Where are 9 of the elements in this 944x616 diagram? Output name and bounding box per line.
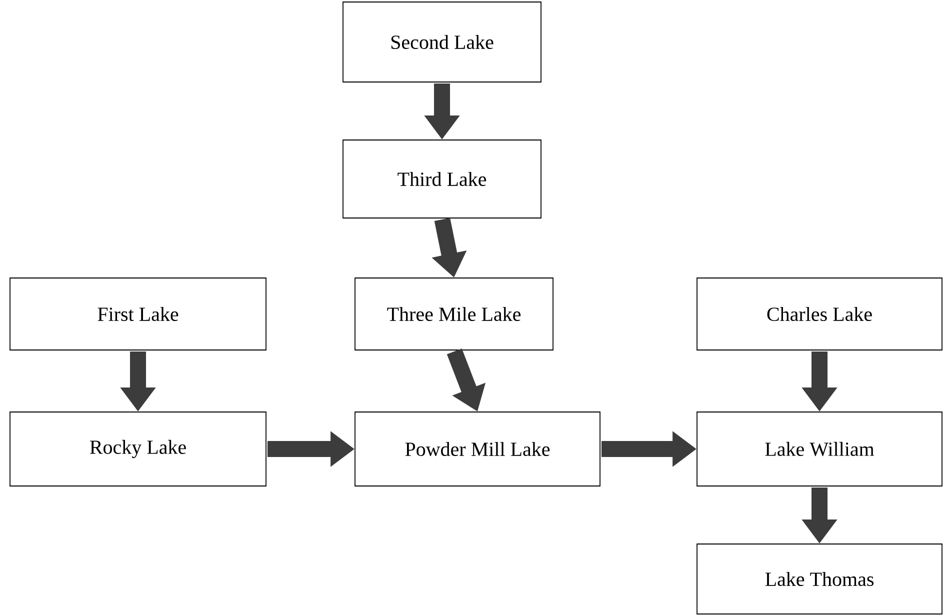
lake-box: Second Lake <box>342 2 542 82</box>
lake-box: Three Mile Lake <box>354 278 554 350</box>
lake-box: Powder Mill Lake <box>354 412 600 486</box>
lake-box: Third Lake <box>342 140 542 218</box>
lake-box: Charles Lake <box>696 278 942 350</box>
lake-box: Rocky Lake <box>10 412 266 486</box>
lake-box: Lake William <box>696 412 942 486</box>
lake-box: First Lake <box>10 278 266 350</box>
lake-box: Lake Thomas <box>696 544 942 614</box>
